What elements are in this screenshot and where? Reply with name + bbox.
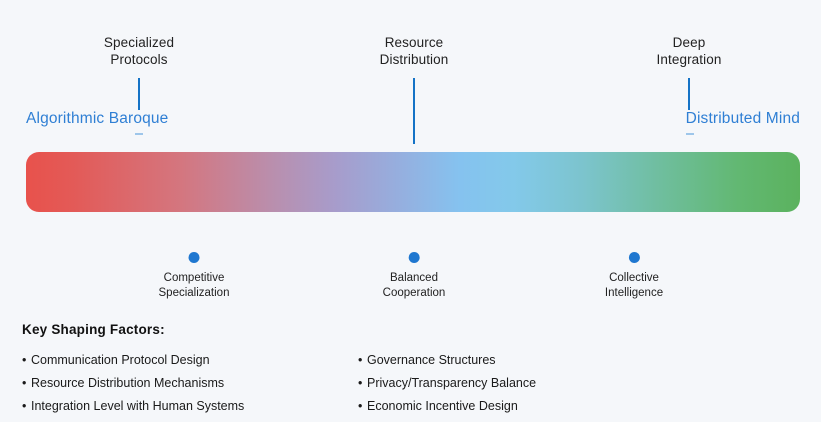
state-label-line2: Specialization — [158, 287, 230, 299]
spectrum-gradient-bar — [26, 152, 800, 212]
factor-list-item: • Communication Protocol Design — [22, 349, 244, 372]
milestone-label-line2: Distribution — [379, 52, 449, 67]
milestone-label-line1: Specialized — [103, 35, 175, 50]
milestone-label-line1: Resource — [384, 35, 444, 50]
factor-list-item: • Economic Incentive Design — [358, 395, 536, 418]
state-marker-collective-intelligence[interactable]: Collective Intelligence — [605, 252, 663, 301]
milestone-label-line1: Deep — [672, 35, 706, 50]
state-label-line2: Intelligence — [604, 287, 664, 299]
state-label-line2: Cooperation — [382, 287, 446, 299]
factor-label: Communication Protocol Design — [31, 353, 210, 367]
bullet-icon: • — [358, 376, 363, 390]
pole-label-right: Distributed Mind — [685, 110, 800, 127]
state-label-line1: Balanced — [390, 272, 438, 284]
factor-list-item: • Governance Structures — [358, 349, 536, 372]
state-marker-balanced-cooperation[interactable]: Balanced Cooperation — [382, 252, 446, 301]
factor-list-item: • Integration Level with Human Systems — [22, 395, 244, 418]
state-dot-icon — [188, 252, 200, 263]
milestone-label-line2: Protocols — [110, 52, 168, 67]
milestone-tick-specialized-protocols — [138, 78, 140, 110]
milestone-tick-resource-distribution — [413, 78, 415, 144]
milestone-resource-distribution: Resource Distribution — [380, 34, 449, 68]
pole-label-left: Algorithmic Baroque — [26, 110, 169, 127]
bullet-icon: • — [358, 353, 363, 367]
milestone-deep-integration: Deep Integration — [657, 34, 722, 68]
state-label-line1: Collective — [609, 272, 659, 284]
factor-list-item: • Resource Distribution Mechanisms — [22, 372, 244, 395]
bullet-icon: • — [22, 353, 27, 367]
factors-column-left: • Communication Protocol Design • Resource… — [22, 349, 244, 418]
bullet-icon: • — [22, 376, 27, 390]
bullet-icon: • — [358, 399, 363, 413]
factors-title: Key Shaping Factors: — [22, 322, 165, 337]
key-shaping-factors-panel: Key Shaping Factors: • Communication Prot… — [22, 322, 722, 421]
milestone-tick-deep-integration — [688, 78, 690, 110]
factor-label: Privacy/Transparency Balance — [367, 376, 537, 390]
state-marker-competitive-specialization[interactable]: Competitive Specialization — [158, 252, 230, 301]
milestone-specialized-protocols: Specialized Protocols — [104, 34, 174, 68]
state-label-line1: Competitive — [163, 272, 225, 284]
factors-column-right: • Governance Structures • Privacy/Transpar… — [358, 349, 536, 418]
state-dot-icon — [408, 252, 420, 263]
factor-list-item: • Privacy/Transparency Balance — [358, 372, 536, 395]
pole-stub-left — [135, 133, 143, 135]
factor-label: Governance Structures — [367, 353, 496, 367]
factor-label: Resource Distribution Mechanisms — [31, 376, 225, 390]
milestone-label-line2: Integration — [656, 52, 722, 67]
factor-label: Integration Level with Human Systems — [31, 399, 245, 413]
state-dot-icon — [628, 252, 640, 263]
pole-stub-right — [686, 133, 694, 135]
bullet-icon: • — [22, 399, 27, 413]
factor-label: Economic Incentive Design — [367, 399, 518, 413]
